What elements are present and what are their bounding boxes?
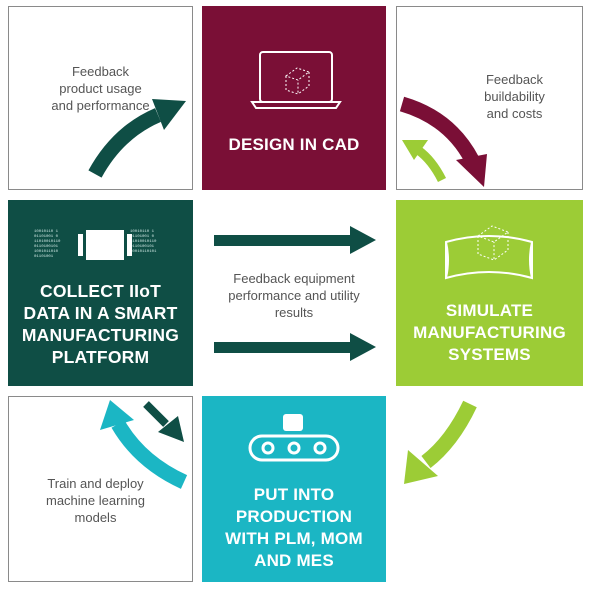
- production-label-line2: PRODUCTION: [235, 507, 353, 526]
- feedback-build-line3: and costs: [486, 106, 543, 121]
- arrow-collect-to-simulate-bottom: [214, 333, 376, 361]
- simulate-label: SIMULATE MANUFACTURING SYSTEMS: [396, 300, 583, 366]
- svg-text:0110100101: 0110100101: [130, 245, 155, 249]
- design-label: DESIGN IN CAD: [228, 135, 360, 154]
- arrow-usage-feedback: [88, 99, 186, 178]
- collect-label-line2: DATA IN A SMART: [23, 303, 178, 323]
- design-block: DESIGN IN CAD: [202, 6, 386, 190]
- simulate-label-line1: SIMULATE: [445, 301, 534, 320]
- laptop-cube-icon: [250, 51, 342, 109]
- arrow-production-feedback: [100, 400, 188, 489]
- production-label: PUT INTO PRODUCTION WITH PLM, MOM AND ME…: [202, 484, 386, 572]
- arrow-collect-to-simulate-top: [214, 226, 376, 254]
- svg-text:0110100101: 0110100101: [34, 245, 59, 249]
- feedback-build-text: Feedback buildability and costs: [447, 71, 582, 122]
- arrow-collect-to-production: [143, 401, 184, 442]
- production-label-line1: PUT INTO: [253, 485, 335, 504]
- feedback-ml-line1: Train and deploy: [47, 476, 144, 491]
- collect-label-line1: COLLECT IIoT: [40, 281, 161, 301]
- svg-text:01101001 0: 01101001 0: [34, 235, 59, 239]
- feedback-ml-line3: models: [74, 510, 117, 525]
- feedback-ml-line2: machine learning: [45, 493, 145, 508]
- svg-text:10010110 1: 10010110 1: [34, 230, 59, 234]
- arrow-design-to-simulate: [399, 96, 487, 187]
- production-block: PUT INTO PRODUCTION WITH PLM, MOM AND ME…: [202, 396, 386, 582]
- svg-text:1001011010: 1001011010: [34, 250, 59, 254]
- simulate-label-line2: MANUFACTURING: [413, 323, 566, 342]
- production-label-line3: WITH PLM, MOM: [225, 529, 363, 548]
- collect-label-line3: MANUFACTURING: [21, 325, 180, 345]
- feedback-usage-line3: and performance: [51, 98, 150, 113]
- feedback-ml-cell: Train and deploy machine learning models: [8, 396, 193, 582]
- feedback-build-cell: Feedback buildability and costs: [396, 6, 583, 190]
- arrow-buildability-feedback: [402, 140, 447, 183]
- feedback-ml-text: Train and deploy machine learning models: [27, 475, 164, 526]
- iiot-data-icon: 10010110 1 01101001 0 11010010110 011010…: [34, 230, 157, 260]
- feedback-usage-line1: Feedback: [71, 64, 130, 79]
- conveyor-belt-icon: [248, 414, 340, 462]
- feedback-equip-cell: Feedback equipment performance and utili…: [202, 200, 386, 386]
- svg-text:01101001 0: 01101001 0: [130, 235, 155, 239]
- feedback-equip-line3: results: [274, 305, 314, 320]
- simulate-label-line3: SYSTEMS: [448, 345, 531, 364]
- feedback-build-line1: Feedback: [485, 72, 544, 87]
- feedback-usage-line2: product usage: [59, 81, 142, 96]
- feedback-equip-text: Feedback equipment performance and utili…: [202, 270, 386, 321]
- svg-text:11010010110: 11010010110: [130, 240, 157, 244]
- collect-block: 10010110 1 01101001 0 11010010110 011010…: [8, 200, 193, 386]
- svg-text:10010110101: 10010110101: [130, 250, 157, 254]
- collect-label: COLLECT IIoT DATA IN A SMART MANUFACTURI…: [8, 280, 193, 368]
- simulate-block: SIMULATE MANUFACTURING SYSTEMS: [396, 200, 583, 386]
- svg-text:11010010110: 11010010110: [34, 240, 61, 244]
- feedback-usage-text: Feedback product usage and performance: [9, 63, 192, 114]
- collect-label-line4: PLATFORM: [51, 347, 150, 367]
- feedback-equip-line1: Feedback equipment: [233, 271, 355, 286]
- feedback-equip-line2: performance and utility: [228, 288, 360, 303]
- arrow-simulate-to-production: [404, 400, 477, 484]
- svg-text:10010110 1: 10010110 1: [130, 230, 155, 234]
- simulation-cube-icon: [445, 225, 533, 280]
- production-label-line4: AND MES: [254, 551, 334, 570]
- svg-text:01101001: 01101001: [34, 255, 54, 259]
- feedback-build-line2: buildability: [484, 89, 545, 104]
